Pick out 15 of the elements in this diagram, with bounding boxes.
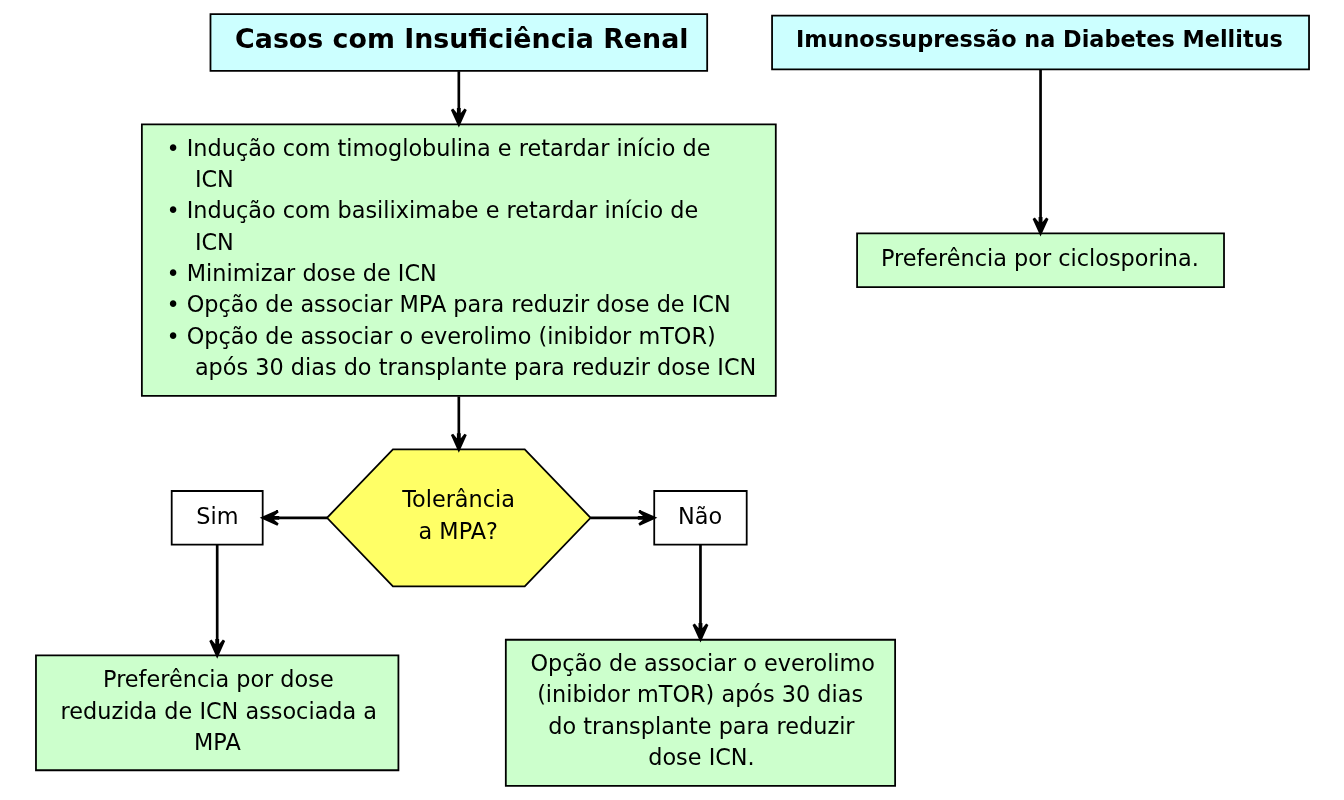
arrow — [261, 509, 327, 526]
node-box: Imunossupressão na Diabetes Mellitus — [770, 14, 1310, 71]
node-box: Não — [652, 490, 748, 546]
node-box: Sim — [170, 490, 264, 546]
arrow — [691, 544, 708, 641]
node-box: Preferência por dose reduzida de ICN associada a MPA — [34, 654, 399, 772]
node-box: Opção de associar o everolimo (inibidor mTOR) após 30 dias do transplante para reduzir dose ICN. — [504, 638, 896, 787]
arrow — [450, 71, 467, 126]
arrow — [590, 509, 655, 526]
arrow — [450, 396, 467, 451]
node-box: Preferência por ciclosporina. — [855, 232, 1225, 288]
node-box: Casos com Insuficiência Renal — [209, 13, 708, 72]
node-box: • Indução com timoglobulina e retardar início de ICN • Indução com basiliximabe e retardar início de ICN • Minimizar dose de ICN • Opção de associar MPA para reduzir dose de ICN • Opção de associar o everolimo (inibidor mTOR) após 30 dias do transplante para reduzir dose ICN — [140, 123, 777, 397]
arrow — [208, 544, 225, 657]
arrow — [1032, 69, 1049, 235]
